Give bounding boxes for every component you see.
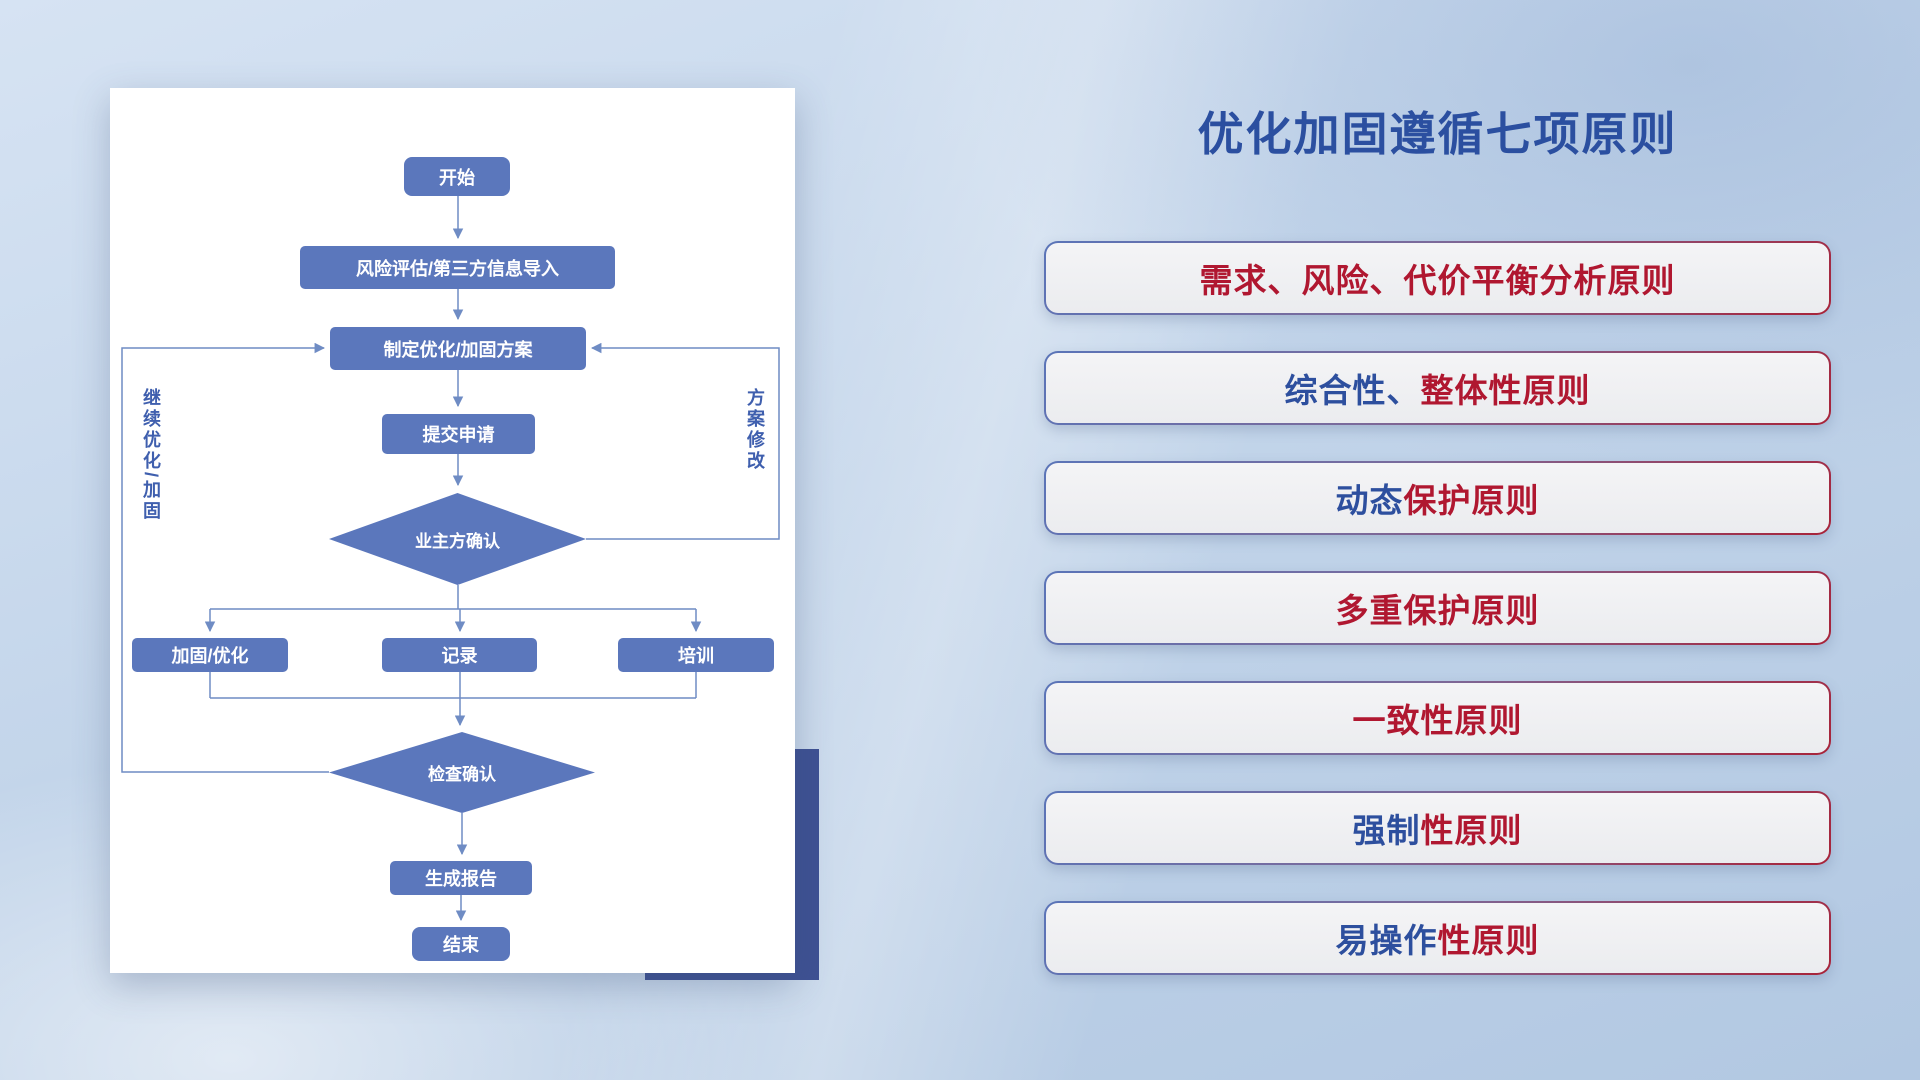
flow-node-generate-report: 生成报告 (390, 861, 532, 895)
principle-item-6: 强制性原则 (1044, 791, 1831, 865)
principle-red-segment: 需求、风险、代价平衡分析原则 (1199, 262, 1676, 299)
flow-label-continue-optimize: 继续优化/加固 (141, 388, 161, 523)
principle-item-3: 动态保护原则 (1044, 461, 1831, 535)
flow-node-record: 记录 (382, 638, 537, 672)
principle-text: 多重保护原则 (1046, 573, 1829, 643)
principle-red-segment: 一致性原则 (1352, 702, 1523, 739)
principle-text: 综合性、整体性原则 (1046, 353, 1829, 423)
principle-red-segment: 多重保护原则 (1335, 592, 1540, 629)
flow-node-harden-optimize: 加固/优化 (132, 638, 288, 672)
flow-node-risk-assessment: 风险评估/第三方信息导入 (300, 246, 615, 289)
principle-text: 需求、风险、代价平衡分析原则 (1046, 243, 1829, 313)
flow-label-plan-revise: 方案修改 (745, 388, 765, 472)
principle-blue-segment: 易操作 (1335, 922, 1438, 959)
principle-item-5: 一致性原则 (1044, 681, 1831, 755)
principle-item-1: 需求、风险、代价平衡分析原则 (1044, 241, 1831, 315)
principle-text: 一致性原则 (1046, 683, 1829, 753)
principle-text: 易操作性原则 (1046, 903, 1829, 973)
flowchart-card: 开始 风险评估/第三方信息导入 制定优化/加固方案 提交申请 业主方确认 加固/… (110, 88, 795, 973)
flow-node-make-plan: 制定优化/加固方案 (330, 327, 586, 370)
principle-item-7: 易操作性原则 (1044, 901, 1831, 975)
principle-red-segment: 整体性原则 (1420, 372, 1591, 409)
principle-item-2: 综合性、整体性原则 (1044, 351, 1831, 425)
principle-blue-segment: 动态 (1335, 482, 1404, 519)
flow-node-submit-request: 提交申请 (382, 414, 535, 454)
flow-connectors (121, 196, 780, 922)
principle-red-segment: 性原则 (1420, 812, 1523, 849)
principle-text: 强制性原则 (1046, 793, 1829, 863)
principles-list: 需求、风险、代价平衡分析原则 综合性、整体性原则 动态保护原则 多重保护原则 一… (1044, 241, 1831, 975)
flow-node-start: 开始 (404, 157, 510, 196)
principle-red-segment: 性原则 (1437, 922, 1540, 959)
principle-red-segment: 保护原则 (1403, 482, 1540, 519)
principle-blue-segment: 强制 (1352, 812, 1421, 849)
flow-node-end: 结束 (412, 927, 510, 961)
principle-blue-segment: 综合性、 (1284, 372, 1421, 409)
principle-text: 动态保护原则 (1046, 463, 1829, 533)
flow-node-training: 培训 (618, 638, 774, 672)
page-title: 优化加固遵循七项原则 (1197, 108, 1678, 160)
principle-item-4: 多重保护原则 (1044, 571, 1831, 645)
